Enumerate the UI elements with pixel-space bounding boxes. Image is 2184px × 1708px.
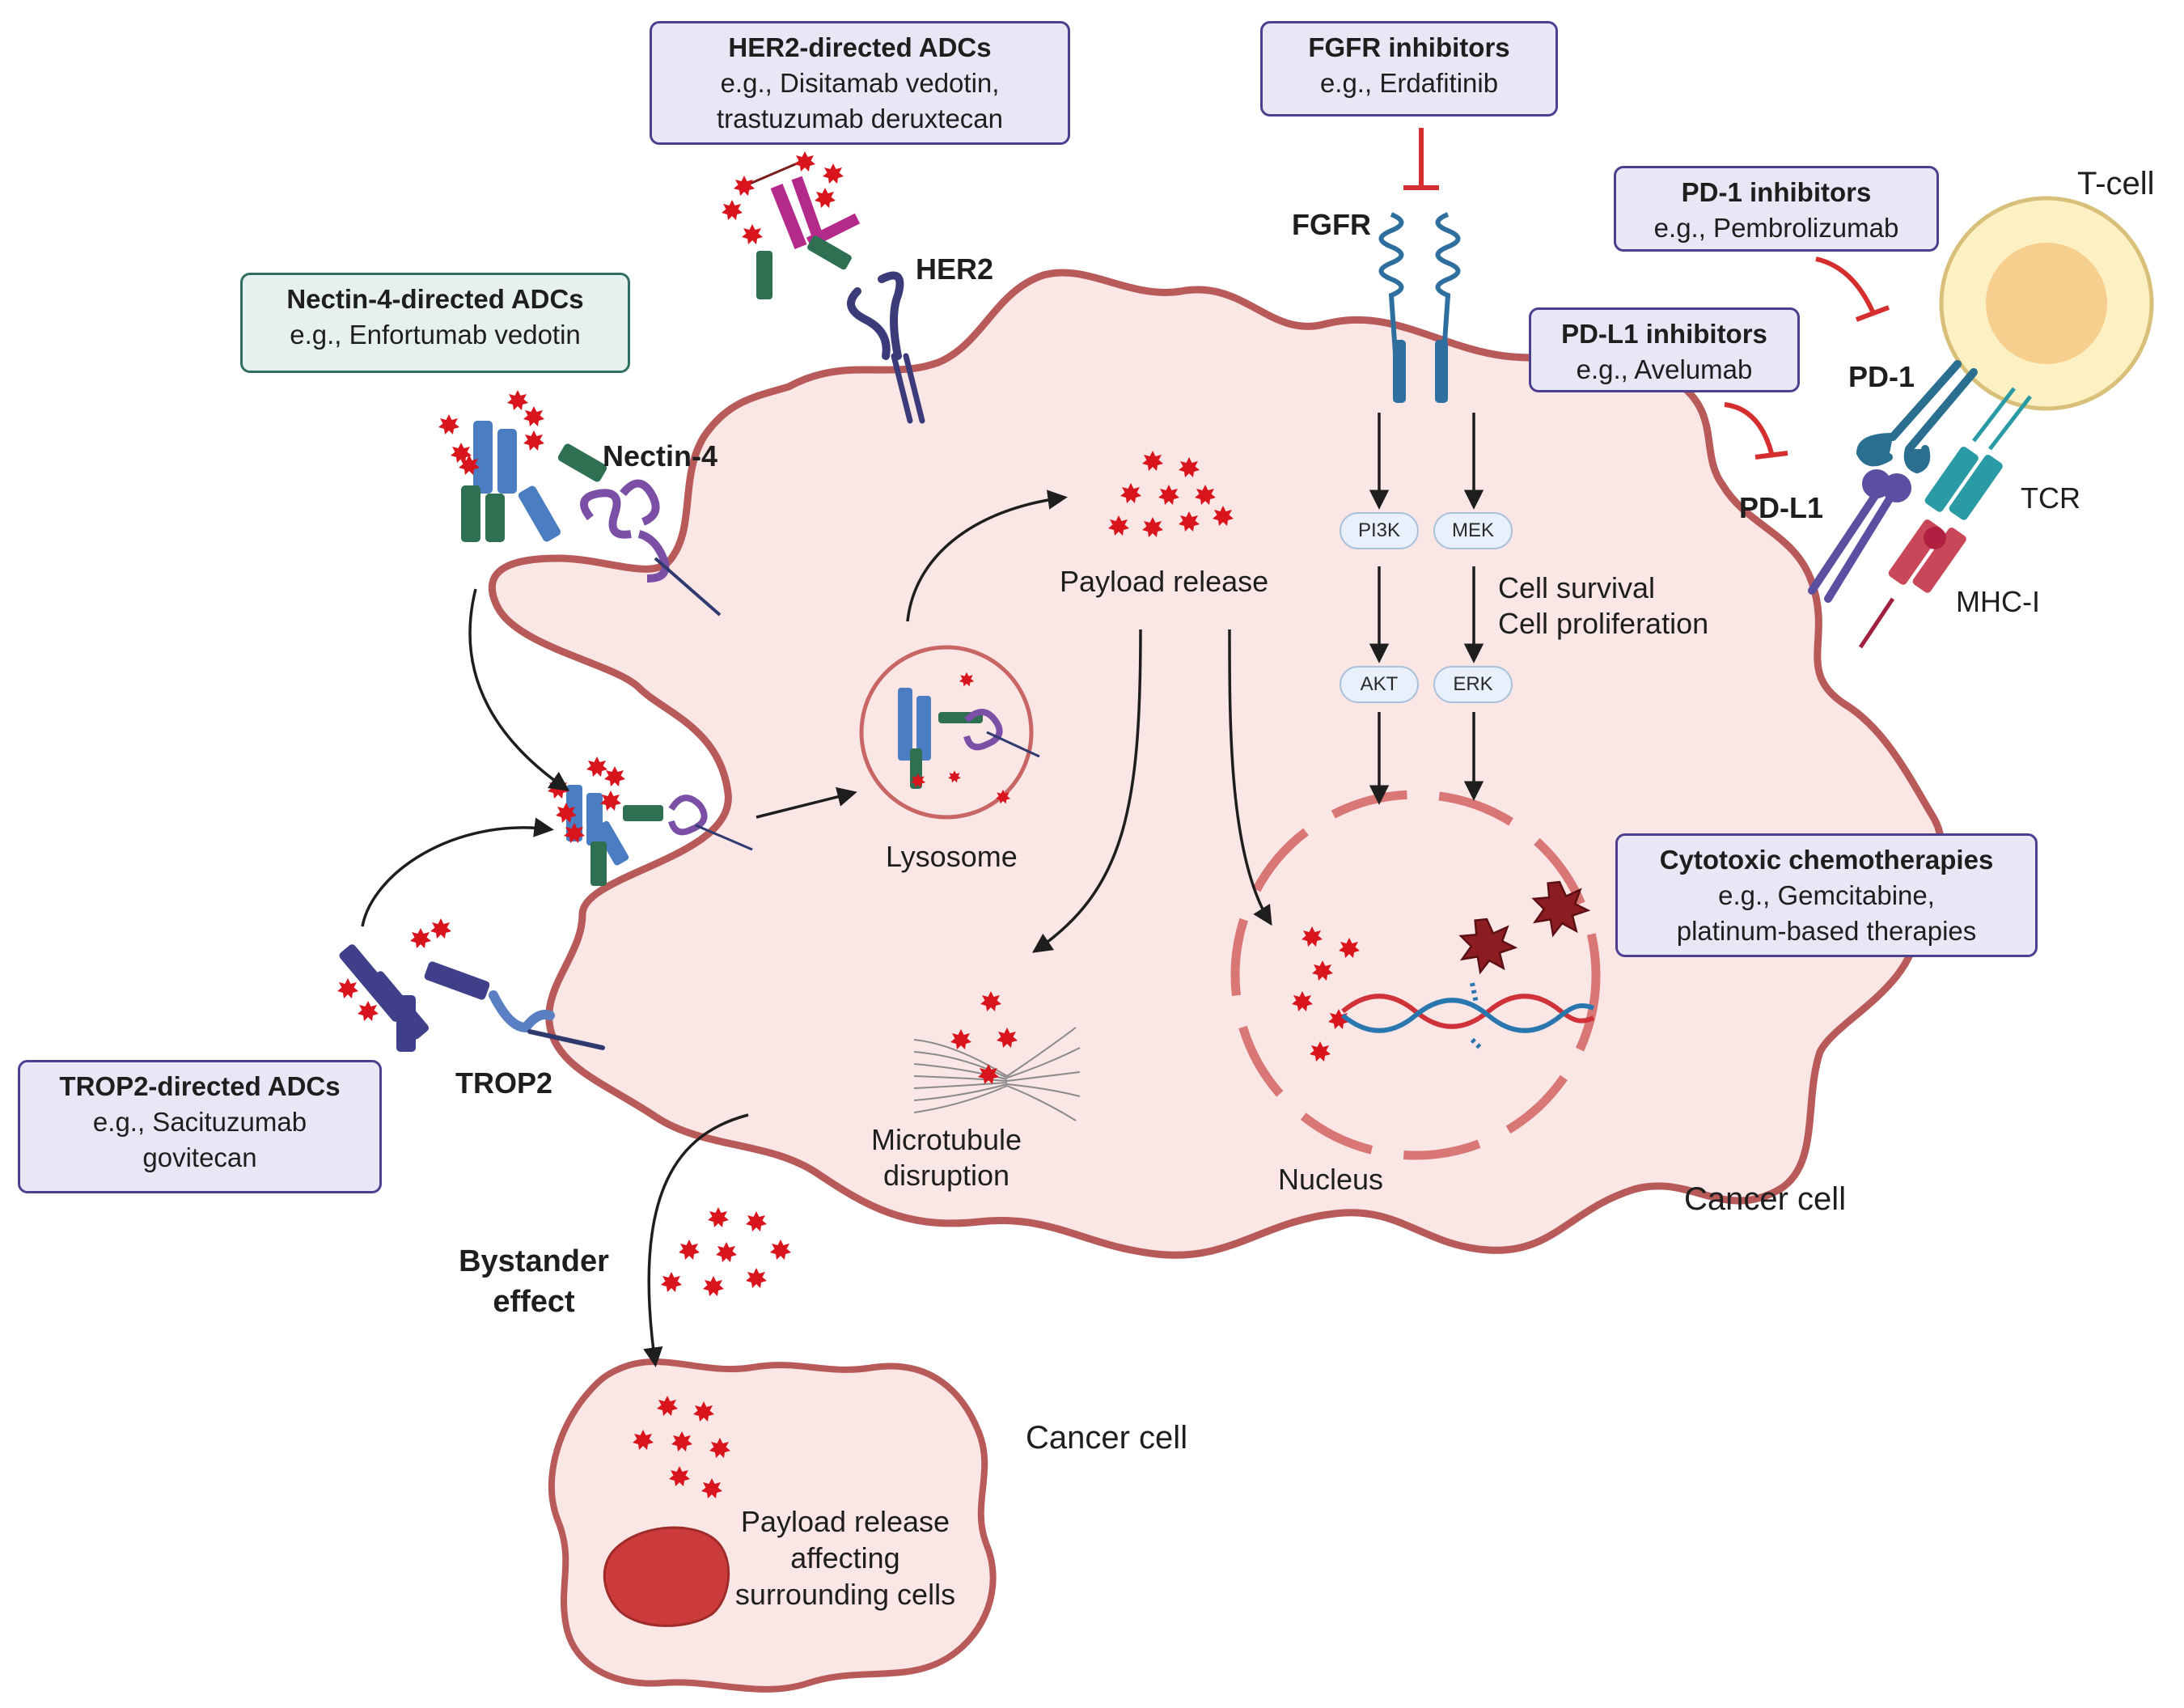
cancer-cell-main <box>489 269 1945 1259</box>
akt-node: AKT <box>1340 666 1419 703</box>
nectin4-label: Nectin-4 <box>603 439 718 473</box>
her2-adc <box>722 151 861 299</box>
trop2-adc-example-1: e.g., Sacituzumab <box>92 1107 307 1137</box>
lysosome-label: Lysosome <box>886 840 1018 873</box>
bystander-payload <box>661 1207 791 1296</box>
fgfr-inhibitor-title: FGFR inhibitors <box>1308 32 1510 62</box>
fgfr-inhibitor-box: FGFR inhibitors e.g., Erdafitinib <box>1260 21 1558 117</box>
fgfr-label: FGFR <box>1292 208 1371 241</box>
bystander-label-2: effect <box>493 1285 575 1319</box>
erk-node: ERK <box>1433 666 1513 703</box>
cytotoxic-chemo-title: Cytotoxic chemotherapies <box>1659 845 1994 875</box>
pdl1-label: PD-L1 <box>1739 491 1824 524</box>
pdl1-receptor <box>1808 469 1911 603</box>
pi3k-node: PI3K <box>1340 512 1419 549</box>
fgfr-kinase-right <box>1435 340 1448 403</box>
trop2-adc <box>337 918 490 1052</box>
fgfr-kinase-left <box>1393 340 1406 403</box>
fgfr-inhibitor-example: e.g., Erdafitinib <box>1319 68 1499 98</box>
pd1-inhibitor-title: PD-1 inhibitors <box>1681 177 1872 207</box>
internalizing-adc <box>548 757 753 886</box>
her2-label: HER2 <box>916 252 994 286</box>
cancer-cell-main-label: Cancer cell <box>1684 1181 1847 1217</box>
trop2-receptor <box>489 990 605 1050</box>
payload-affect-label-2: affecting <box>790 1541 900 1574</box>
her2-adc-example-1: e.g., Disitamab vedotin, <box>720 68 1000 98</box>
microtubule-label-2: disruption <box>882 1159 1010 1192</box>
trop2-adc-example-2: govitecan <box>142 1142 257 1172</box>
pdl1-inhibitor-box: PD-L1 inhibitors e.g., Avelumab <box>1529 307 1800 392</box>
mhc-receptor <box>1858 519 1966 649</box>
small-cell-nucleus <box>603 1526 730 1627</box>
nectin4-adc <box>438 390 607 542</box>
tcr-label: TCR <box>2021 481 2080 515</box>
cytotoxic-chemo-example-1: e.g., Gemcitabine, <box>1718 880 1935 910</box>
nectin4-receptor <box>580 479 722 617</box>
flow-arrows <box>361 413 1484 1367</box>
tcr-receptor <box>1924 387 2032 520</box>
nucleus-membrane <box>1230 790 1601 1160</box>
t-cell-label: T-cell <box>2077 166 2155 201</box>
lysosome <box>859 645 1034 820</box>
microtubule-label-1: Microtubule <box>870 1123 1022 1156</box>
trop2-label: TROP2 <box>455 1066 553 1100</box>
trop2-adc-box: TROP2-directed ADCs e.g., Sacituzumab go… <box>18 1060 382 1193</box>
pd1-inhibitor-box: PD-1 inhibitors e.g., Pembrolizumab <box>1614 166 1939 252</box>
her2-adc-title: HER2-directed ADCs <box>728 32 992 62</box>
pd1-receptor <box>1856 360 1978 474</box>
dna-helix <box>1341 982 1595 1050</box>
mek-node: MEK <box>1433 512 1513 549</box>
payload-release-label: Payload release <box>1060 565 1269 598</box>
payload-affect-label-1: Payload release <box>740 1505 950 1538</box>
cytotoxic-chemo-box: Cytotoxic chemotherapies e.g., Gemcitabi… <box>1615 833 2038 957</box>
nucleus-label: Nucleus <box>1278 1163 1384 1196</box>
nectin4-adc-box: Nectin-4-directed ADCs e.g., Enfortumab … <box>240 273 630 373</box>
pd1-inhibition <box>1815 256 1890 322</box>
cell-proliferation-label: Cell proliferation <box>1498 607 1709 640</box>
her2-receptor <box>847 271 925 424</box>
fgfr-receptor <box>1378 212 1461 389</box>
pd1-label: PD-1 <box>1848 360 1915 393</box>
payload-affect-label-3: surrounding cells <box>734 1578 956 1611</box>
pdl1-inhibition <box>1724 402 1788 460</box>
fgfr-inhibition <box>1403 128 1439 190</box>
pd1-inhibitor-example: e.g., Pembrolizumab <box>1653 213 1899 243</box>
lysosome-adc <box>898 688 1040 789</box>
pdl1-inhibitor-title: PD-L1 inhibitors <box>1561 319 1767 349</box>
nectin4-adc-example: e.g., Enfortumab vedotin <box>290 320 581 350</box>
her2-adc-box: HER2-directed ADCs e.g., Disitamab vedot… <box>650 21 1070 145</box>
cytotoxic-chemo-example-2: platinum-based therapies <box>1676 916 1977 946</box>
pdl1-inhibitor-example: e.g., Avelumab <box>1576 354 1753 384</box>
mhc-label: MHC-I <box>1956 585 2040 618</box>
t-cell-nucleus <box>1986 243 2107 364</box>
bystander-label-1: Bystander <box>459 1244 609 1278</box>
cancer-cell-small-label: Cancer cell <box>1026 1420 1188 1456</box>
cell-survival-label: Cell survival <box>1498 571 1656 604</box>
nectin4-adc-title: Nectin-4-directed ADCs <box>286 284 584 314</box>
trop2-adc-title: TROP2-directed ADCs <box>59 1071 341 1101</box>
her2-adc-example-2: trastuzumab deruxtecan <box>716 104 1004 134</box>
